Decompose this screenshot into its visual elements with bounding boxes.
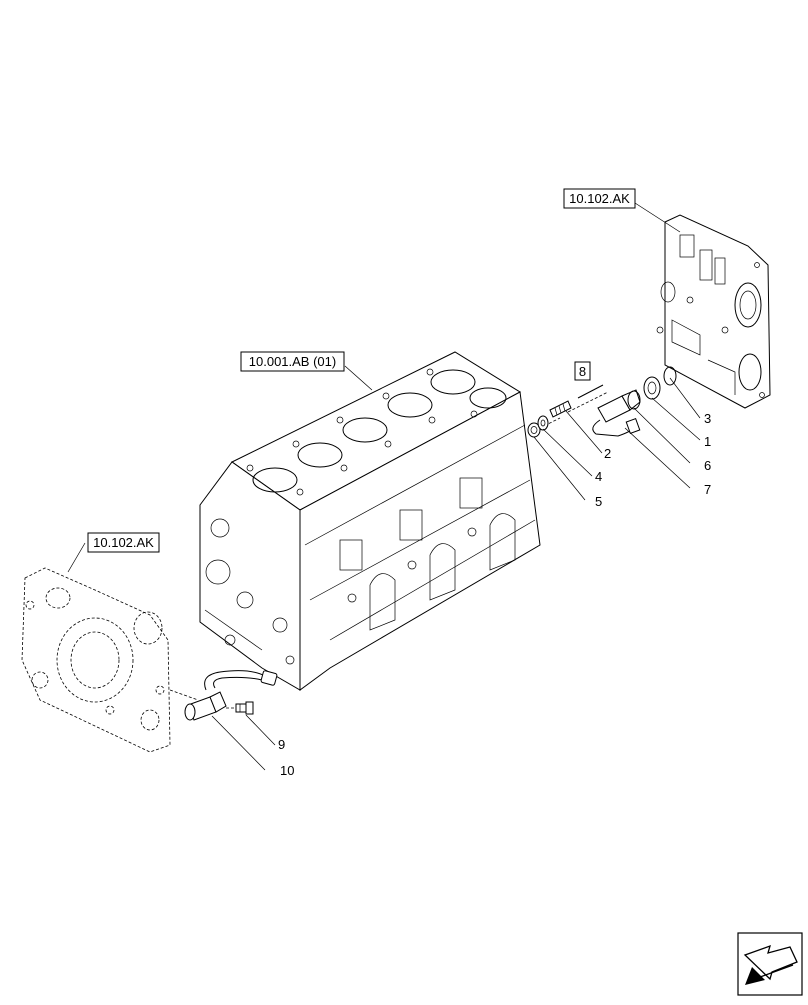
callout-3[interactable]: 3 bbox=[704, 411, 711, 426]
callout-8-label: 8 bbox=[579, 364, 586, 379]
navigation-arrow-icon[interactable] bbox=[737, 932, 803, 996]
callout-9[interactable]: 9 bbox=[278, 737, 285, 752]
gear-housing-right-drawing bbox=[656, 214, 771, 409]
callout-5[interactable]: 5 bbox=[595, 494, 602, 509]
callout-6[interactable]: 6 bbox=[704, 458, 711, 473]
gear-housing-left-drawing bbox=[21, 567, 171, 753]
ref-gear-housing-top[interactable]: 10.102.AK bbox=[563, 188, 636, 209]
engine-block-drawing bbox=[199, 351, 541, 691]
callout-1[interactable]: 1 bbox=[704, 434, 711, 449]
ref-gear-housing-top-label: 10.102.AK bbox=[569, 191, 630, 206]
callout-4[interactable]: 4 bbox=[595, 469, 602, 484]
leader-lines bbox=[67, 202, 701, 771]
ref-gear-housing-left-label: 10.102.AK bbox=[93, 535, 154, 550]
ref-engine-block[interactable]: 10.001.AB (01) bbox=[240, 351, 345, 372]
ref-engine-block-label: 10.001.AB (01) bbox=[249, 354, 336, 369]
sensor-assembly-drawing bbox=[527, 366, 677, 438]
callout-10[interactable]: 10 bbox=[280, 763, 294, 778]
speed-sensor-drawing bbox=[169, 670, 278, 721]
callout-8[interactable]: 8 bbox=[574, 361, 591, 381]
callout-7[interactable]: 7 bbox=[704, 482, 711, 497]
callout-2[interactable]: 2 bbox=[604, 446, 611, 461]
ref-gear-housing-left[interactable]: 10.102.AK bbox=[87, 532, 160, 553]
